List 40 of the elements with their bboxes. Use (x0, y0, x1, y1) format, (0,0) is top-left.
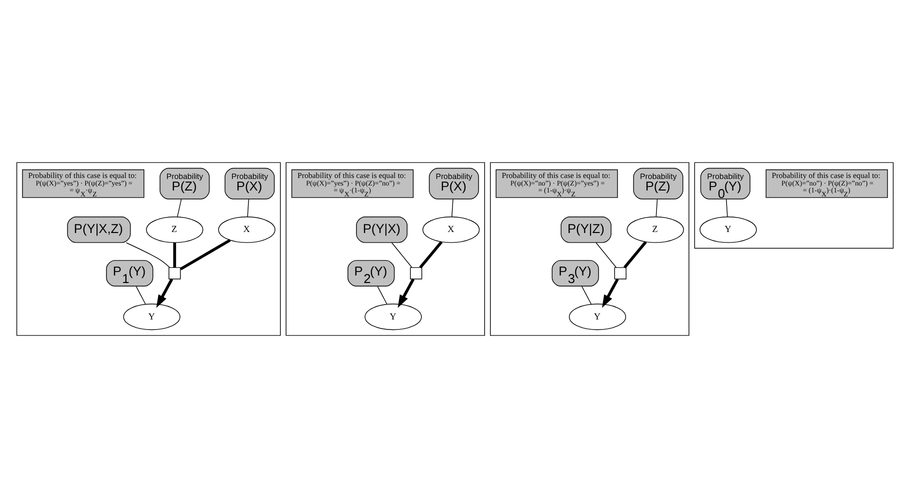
connector (136, 286, 146, 304)
connector (623, 241, 647, 268)
connector (419, 241, 443, 268)
cluster (286, 162, 485, 336)
node-ellipse: Z (146, 216, 204, 243)
node-box (410, 267, 422, 280)
node-box (614, 267, 626, 280)
arrow (398, 278, 415, 308)
node-ellipse: Y (364, 304, 422, 330)
connector (596, 242, 617, 268)
node-ellipse: X (422, 216, 480, 243)
cluster (490, 162, 690, 336)
arrow (602, 278, 619, 308)
node-box: P(Y|X) (356, 216, 408, 243)
connector (377, 286, 388, 304)
node-ellipse: Y (568, 304, 626, 330)
node-ellipse: Z (626, 216, 684, 243)
connector (656, 198, 658, 218)
node-box: Probability P(X) (428, 168, 479, 200)
node-ellipse: Y (700, 216, 757, 243)
node-box: Probability P(Z) (633, 168, 684, 200)
connector (126, 242, 170, 268)
cluster (16, 162, 281, 336)
arrow (156, 278, 174, 308)
node-ellipse: Y (123, 304, 180, 330)
node-box: Probability P(Z) (160, 168, 210, 200)
node-ellipse: X (218, 216, 276, 243)
node-box: Probability P(X) (224, 168, 275, 200)
connector (391, 242, 412, 268)
connector (452, 198, 454, 218)
connector (177, 198, 182, 218)
cluster (694, 162, 894, 249)
connector (173, 242, 176, 268)
node-box: P(Y|Z) (560, 216, 612, 243)
connector (581, 286, 592, 304)
node-box: P(Y|X,Z) (67, 216, 131, 243)
connector (247, 198, 250, 218)
connector (180, 238, 231, 270)
connector (726, 198, 728, 218)
node-box (168, 267, 181, 280)
